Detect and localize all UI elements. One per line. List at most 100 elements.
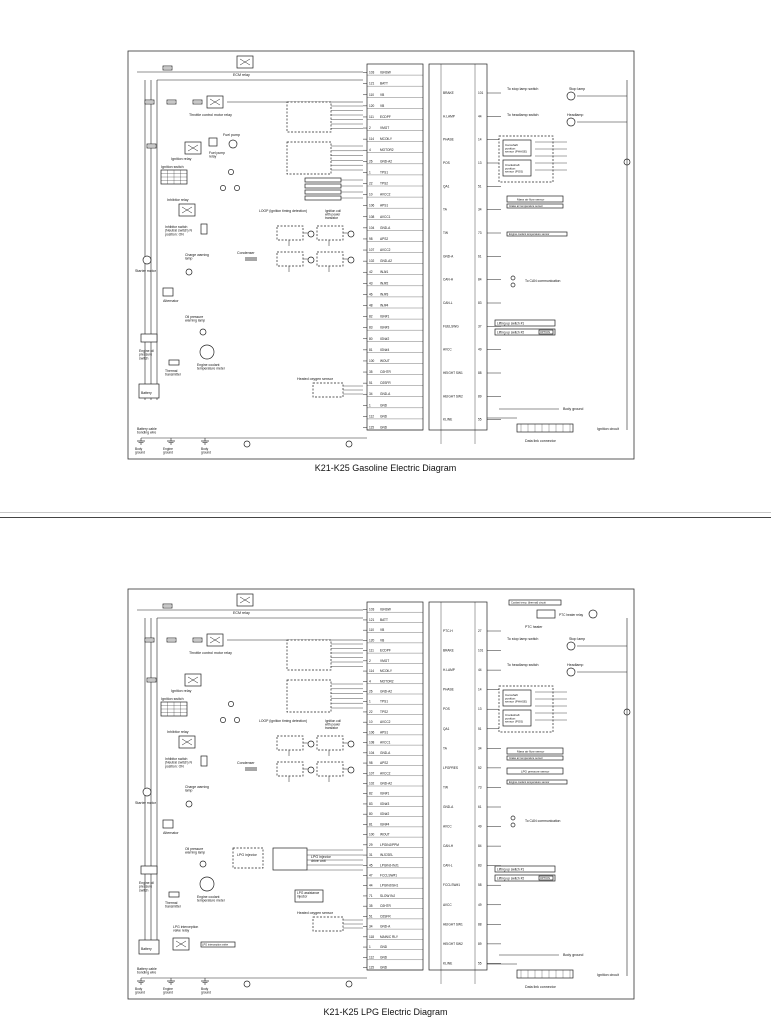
ecu-pin-number: 51 [478, 727, 482, 731]
ecu-pin-name: VMGT [380, 126, 389, 130]
fuel-pump-relay-icon [208, 137, 218, 147]
loop-label: LOOP (ignition timing detection) [259, 719, 307, 723]
ecu-pin-number: 55 [478, 418, 482, 422]
wire [187, 676, 199, 684]
ecu-pin-number: 81 [369, 348, 373, 352]
ecu-pin-name: BRAKE [443, 91, 454, 95]
dlc-label: Data link connector [525, 985, 557, 989]
battery-label: Battery [141, 947, 152, 951]
oil-switch-icon [140, 865, 158, 875]
ecu-pin-number: 1 [369, 170, 371, 174]
ptc-coolant-box [508, 599, 562, 606]
coolant-meter-label: temperature meter [197, 367, 226, 371]
ecu-pin-name: H.LAMP [443, 668, 455, 672]
cable-wire-label: Battery cable [137, 967, 157, 971]
ecu-pin-number: 51 [369, 381, 373, 385]
ecu-pin-name: FUELSWG [443, 324, 459, 328]
headlamp-switch-label: To headlamp switch [507, 113, 539, 117]
lift1-label: Lifting up switch #1 [497, 322, 524, 326]
crank-sensor-label: position [505, 166, 516, 170]
body-ground-label: Body [135, 447, 143, 451]
ecu-pin-name: HEIGHT SW2 [443, 394, 463, 398]
ecu-left-connector [366, 63, 424, 431]
ecu-pin-number: 100 [369, 359, 375, 363]
headlamp-label: Headlamp [567, 663, 583, 667]
coolant-meter-icon [199, 876, 215, 892]
ecu-pin-number: 106 [369, 204, 375, 208]
ecu-pin-name: IGN#4 [380, 348, 389, 352]
ecu-pin-name: GND-A [380, 751, 391, 755]
dlc-icon [516, 969, 574, 979]
ecu-pin-name: AVCC1 [380, 215, 391, 219]
heated-o2-icon [312, 382, 344, 398]
body-ground-label: ground [135, 991, 145, 995]
spark-plug-icon [307, 766, 315, 774]
ecu-pin-name: GND-A [380, 226, 391, 230]
spark-plug-icon [347, 256, 355, 264]
ecu-pin-number: 44 [478, 668, 482, 672]
ecu-pin-name: GND-A [443, 254, 454, 258]
spark-plug-icon [307, 740, 315, 748]
inhibitor-switch-label: position: ON [165, 764, 184, 768]
option-box [538, 875, 554, 881]
maf-sensor-box [506, 195, 564, 203]
charge-lamp-label: Charge warning [185, 253, 209, 257]
ecu-pin-name: VB [380, 628, 384, 632]
ecu-pin-number: 4 [369, 148, 371, 152]
ecu-pin-name: AVCC2 [380, 193, 391, 197]
ecu-pin-number: 114 [369, 669, 374, 673]
ecu-pin-name: FCCLSW#1 [380, 874, 397, 878]
cam-sensor-label: Camshaft [505, 693, 518, 697]
lpg-pressure-label: LPG pressure sensor [521, 770, 549, 774]
ecu-pin-number: 49 [478, 825, 482, 829]
ecu-pin-number: 49 [478, 348, 482, 352]
ecu-pin-name: LPGINJ-INJ1 [380, 863, 399, 867]
ecu-pin-number: 103 [369, 608, 375, 612]
connector-circle [234, 185, 240, 191]
ecu-pin-name: GND [380, 966, 388, 970]
ecu-pin-number: 26 [369, 159, 373, 163]
ignition-coil-label: Ignition coil [325, 209, 341, 213]
ecu-pin-number: 13 [478, 161, 482, 165]
ecu-pin-number: 35 [369, 370, 373, 374]
ecu-pin-number: 14 [478, 688, 482, 692]
ecu-pin-name: TPS1 [380, 170, 388, 174]
alternator-icon [162, 819, 174, 829]
coolant-meter-label: Engine coolant [197, 895, 219, 899]
ecu-pin-number: 48 [369, 304, 373, 308]
lpg-injector-box [232, 847, 264, 869]
battery-icon [138, 383, 160, 399]
lift-switch-1 [494, 319, 556, 327]
ptc-relay-label: PTC heater relay [559, 613, 583, 617]
ecu-pin-name: HEIGHT SW1 [443, 922, 463, 926]
ecu-pin-number: 110 [369, 628, 374, 632]
ecu-pin-name: BATT [380, 82, 388, 86]
oil-switch-label: Engine oil [139, 881, 154, 885]
ecu-pin-name: IGN#1 [380, 792, 389, 796]
ecu-pin-number: 46 [369, 292, 373, 296]
crank-sensor-label: Crankshaft [505, 163, 520, 167]
wire [239, 58, 251, 66]
ecu-pin-number: 81 [369, 822, 373, 826]
ecu-pin-number: 103 [369, 71, 375, 75]
ecu-right-connector [428, 63, 488, 431]
ecu-pin-name: AVCC2 [380, 248, 391, 252]
ecu-pin-name: PHASE [443, 688, 454, 692]
crank-sensor-label: Crankshaft [505, 713, 520, 717]
oil-switch-label: switch [139, 356, 149, 360]
ecu-pin-name: CAN-L [443, 864, 453, 868]
inhibitor-relay-label: Inhibitor relay [167, 730, 189, 734]
lpg-valve-relay-label: valve relay [173, 929, 190, 933]
maf-label: Mass air flow sensor [517, 750, 544, 754]
lpg-drive-label: drive unit [311, 859, 326, 863]
thermal-transmitter-icon [168, 359, 180, 366]
ecu-pin-number: 44 [478, 114, 482, 118]
lpg-valve-label: LPG interception valve [202, 943, 229, 947]
ecu-pin-number: 102 [369, 782, 375, 786]
ecu-pin-number: 73 [478, 785, 482, 789]
connector-circle [345, 980, 353, 988]
ignition-relay-label: Ignition relay [171, 157, 192, 161]
ecu-pin-number: 31 [369, 853, 373, 857]
